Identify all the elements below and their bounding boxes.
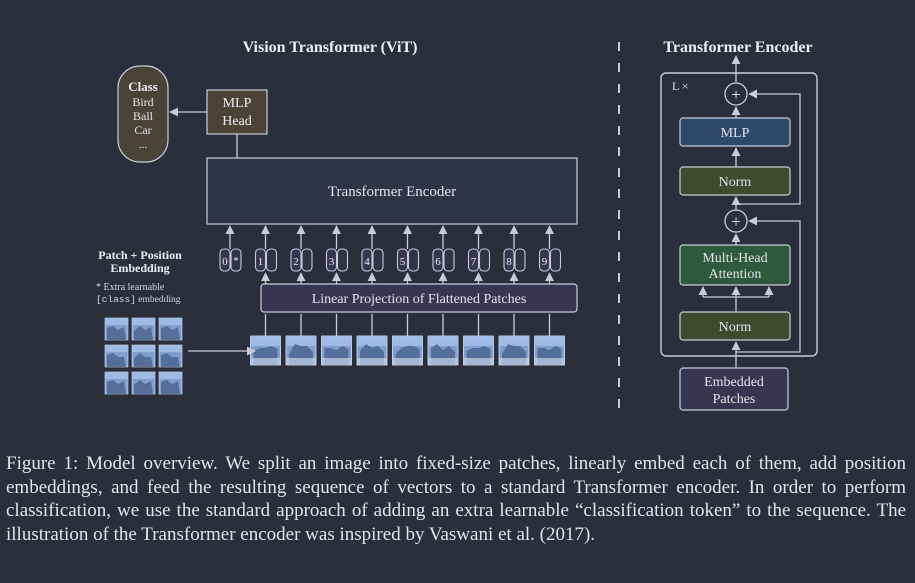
position-embedding-2 xyxy=(290,248,302,272)
class-item-car: Car xyxy=(134,123,151,137)
patch-embedding-3 xyxy=(336,248,349,272)
image-patch-2 xyxy=(285,335,317,366)
class-token-code: [class] xyxy=(96,294,136,305)
grid-patch-5 xyxy=(131,344,156,368)
norm-block-top-label: Norm xyxy=(719,175,752,190)
mlp-head-box xyxy=(206,89,268,135)
grid-patch-4 xyxy=(104,344,129,368)
norm-block-top xyxy=(679,166,791,196)
embedded-patches-label-2: Patches xyxy=(713,392,756,407)
attention-label-2: Attention xyxy=(709,267,762,282)
grid-patch-8 xyxy=(131,371,156,395)
image-patch-grid xyxy=(104,317,183,395)
patch-position-label-1: Patch + Position xyxy=(98,248,182,262)
position-number-7: 7 xyxy=(471,256,477,268)
image-patch-6 xyxy=(427,335,459,366)
attention-label-1: Multi-Head xyxy=(702,251,767,266)
grid-patch-9 xyxy=(158,371,183,395)
patch-embedding-4 xyxy=(372,248,384,272)
attention-block xyxy=(679,244,791,286)
patch-embedding-8 xyxy=(514,248,526,272)
patch-embedding-1 xyxy=(265,248,278,272)
position-embedding-5 xyxy=(396,248,409,272)
position-embedding-1 xyxy=(254,248,267,272)
repeat-label: L × xyxy=(672,79,689,93)
grid-patch-2 xyxy=(131,317,156,341)
position-embedding-9 xyxy=(538,248,551,272)
mlp-head-line2: Head xyxy=(222,114,252,129)
image-patch-4 xyxy=(356,335,388,366)
grid-patch-3 xyxy=(158,317,183,341)
position-embedding-0 xyxy=(219,248,231,272)
image-patch-7 xyxy=(463,335,494,366)
patch-embedding-6 xyxy=(443,248,455,272)
mlp-block xyxy=(679,117,791,147)
image-patch-3 xyxy=(321,335,352,366)
grid-patch-1 xyxy=(104,317,129,341)
add-symbol-top: + xyxy=(731,85,741,104)
embedded-patches-label-1: Embedded xyxy=(704,375,764,390)
patch-position-label-2: Embedding xyxy=(110,261,169,275)
position-number-5: 5 xyxy=(400,256,406,268)
position-number-3: 3 xyxy=(329,256,335,268)
class-embedding-note: [class] embedding xyxy=(96,294,181,305)
linear-projection-label: Linear Projection of Flattened Patches xyxy=(312,292,527,307)
patch-row xyxy=(250,314,565,366)
class-box xyxy=(117,65,169,163)
patch-embedding-7 xyxy=(478,248,491,272)
embedding-word: embedding xyxy=(136,295,181,305)
residual-top xyxy=(736,89,801,205)
residual-bottom xyxy=(736,216,801,353)
figure-caption: Figure 1: Model overview. We split an im… xyxy=(6,453,906,545)
position-number-8: 8 xyxy=(506,256,512,268)
transformer-encoder-box xyxy=(206,157,578,225)
extra-learnable-note: * Extra learnable xyxy=(96,282,165,293)
position-number-6: 6 xyxy=(435,256,441,268)
mlp-head-line1: MLP xyxy=(223,96,252,111)
patch-embedding-2 xyxy=(301,248,313,272)
position-number-0: 0 xyxy=(222,256,228,268)
position-embedding-4 xyxy=(361,248,373,272)
class-item-ball: Ball xyxy=(133,109,154,123)
class-token-marker: * xyxy=(233,255,239,267)
position-embedding-8 xyxy=(503,248,515,272)
position-number-2: 2 xyxy=(293,256,299,268)
embedded-patches-box xyxy=(679,367,789,411)
patch-embedding-9 xyxy=(549,248,562,272)
image-patch-5 xyxy=(392,335,423,366)
linear-projection-box xyxy=(260,283,578,313)
class-item-more: ... xyxy=(139,139,148,151)
add-symbol-middle: + xyxy=(731,212,741,231)
encoder-detail-title: Transformer Encoder xyxy=(663,39,812,56)
position-number-1: 1 xyxy=(258,256,264,268)
class-title: Class xyxy=(128,79,158,94)
patch-embedding-5 xyxy=(407,248,420,272)
model-diagram: Vision Transformer (ViT) Class Bird Ball… xyxy=(96,39,818,411)
vit-title: Vision Transformer (ViT) xyxy=(243,39,418,56)
image-patch-9 xyxy=(534,335,565,366)
position-token-row: 0 * 1 2 3 4 5 6 7 8 9 xyxy=(219,225,562,284)
grid-patch-7 xyxy=(104,371,129,395)
position-number-4: 4 xyxy=(364,256,370,268)
transformer-encoder-label: Transformer Encoder xyxy=(328,184,456,200)
position-embedding-3 xyxy=(325,248,338,272)
norm-block-bottom-label: Norm xyxy=(719,320,752,335)
encoder-block-frame xyxy=(660,72,818,357)
position-embedding-7 xyxy=(467,248,480,272)
mlp-block-label: MLP xyxy=(721,126,750,141)
norm-block-bottom xyxy=(679,311,791,341)
class-item-bird: Bird xyxy=(132,95,153,109)
position-embedding-6 xyxy=(432,248,444,272)
patch-embedding-0 xyxy=(230,248,242,272)
grid-patch-6 xyxy=(158,344,183,368)
qkv-branches xyxy=(703,296,769,303)
image-patch-8 xyxy=(498,335,530,366)
position-number-9: 9 xyxy=(542,256,548,268)
add-node-top xyxy=(724,82,748,106)
